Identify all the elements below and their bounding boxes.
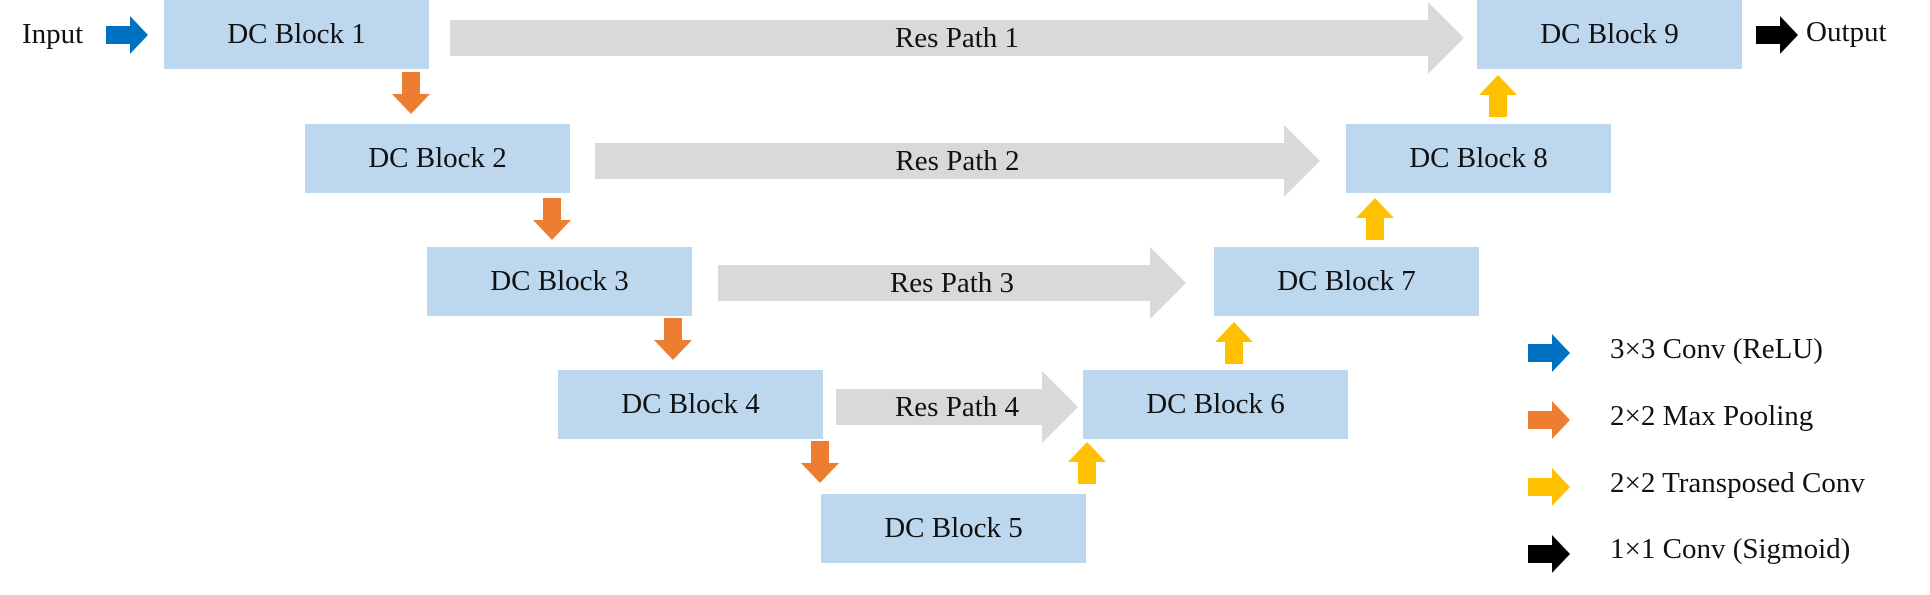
output-conv-arrow-icon <box>1756 16 1798 54</box>
dc-block-3: DC Block 3 <box>427 247 692 316</box>
input-label: Input <box>22 18 84 50</box>
output-label: Output <box>1806 16 1887 48</box>
dc-block-8: DC Block 8 <box>1346 124 1611 193</box>
legend-label: 1×1 Conv (Sigmoid) <box>1610 533 1851 565</box>
transposed-conv-arrow-icon <box>1068 442 1106 484</box>
res-path-label: Res Path 3 <box>889 266 1015 299</box>
transposed-conv-arrow-icon <box>1215 322 1253 364</box>
dc-block-4: DC Block 4 <box>558 370 823 439</box>
res-path-arrow-icon <box>595 125 1320 197</box>
dc-block-9: DC Block 9 <box>1477 0 1742 69</box>
transposed-conv-arrow-icon <box>1356 198 1394 240</box>
res-path-2: Res Path 2 <box>595 125 1320 197</box>
legend-label: 2×2 Max Pooling <box>1610 400 1814 432</box>
res-path-label: Res Path 2 <box>895 144 1020 177</box>
dc-block-7: DC Block 7 <box>1214 247 1479 316</box>
legend-label: 2×2 Transposed Conv <box>1610 467 1865 499</box>
res-path-arrow-icon <box>718 247 1186 319</box>
res-path-label: Res Path 1 <box>894 21 1020 54</box>
res-path-arrow-icon <box>836 371 1078 443</box>
input-conv-arrow-icon <box>106 16 148 54</box>
max-pool-arrow-icon <box>392 72 430 114</box>
legend-label: 3×3 Conv (ReLU) <box>1610 333 1823 365</box>
res-path-label: Res Path 4 <box>894 390 1020 423</box>
dc-block-5: DC Block 5 <box>821 494 1086 563</box>
max-pool-arrow-icon <box>801 441 839 483</box>
res-path-4: Res Path 4 <box>836 371 1078 443</box>
transposed-conv-arrow-icon <box>1479 75 1517 117</box>
legend-max-pool-arrow-icon <box>1528 401 1570 439</box>
legend-transposed-conv-arrow-icon <box>1528 468 1570 506</box>
dc-block-2: DC Block 2 <box>305 124 570 193</box>
legend-conv-sigmoid-arrow-icon <box>1528 535 1570 573</box>
legend-conv-relu-arrow-icon <box>1528 334 1570 372</box>
max-pool-arrow-icon <box>533 198 571 240</box>
res-path-3: Res Path 3 <box>718 247 1186 319</box>
res-path-arrow-icon <box>450 2 1464 74</box>
dc-block-1: DC Block 1 <box>164 0 429 69</box>
dc-block-6: DC Block 6 <box>1083 370 1348 439</box>
max-pool-arrow-icon <box>654 318 692 360</box>
res-path-1: Res Path 1 <box>450 2 1464 74</box>
